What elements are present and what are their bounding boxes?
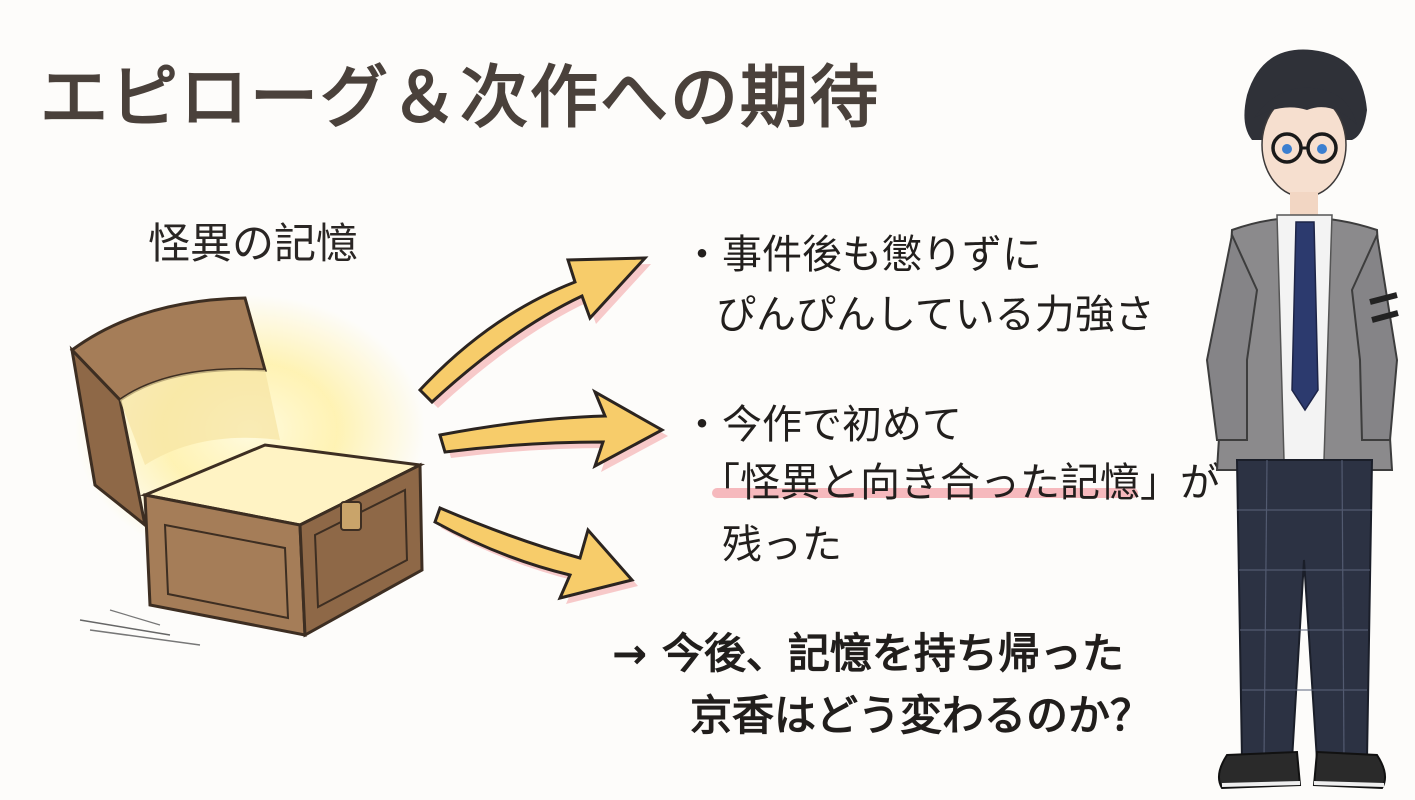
arrow-group — [417, 256, 668, 604]
arrow-icon-1 — [417, 256, 651, 408]
conclusion-arrow: → — [612, 629, 648, 678]
bullet-2-line-3: 残った — [722, 522, 842, 568]
conclusion-text-1: 今後、記憶を持ち帰った — [661, 629, 1124, 678]
bullet-1-line-2: ぴんぴんしている力強さ — [716, 292, 1155, 338]
page-title: エピローグ＆次作への期待 — [40, 59, 881, 138]
bullet-1: ・事件後も懲りずに — [682, 222, 1042, 280]
bullet-2-line-2: 「怪異と向き合った記憶」が — [700, 460, 1220, 506]
conclusion-line-2: 京香はどう変わるのか？ — [690, 691, 1153, 740]
arrow-icon-3 — [433, 505, 638, 604]
arrow-icon-2 — [438, 388, 668, 472]
bullet-2: ・今作で初めて — [682, 392, 962, 450]
bullet-2-line-1: 今作で初めて — [722, 402, 962, 448]
conclusion-line-1: → 今後、記憶を持ち帰った — [612, 620, 1124, 681]
bullet-1-line-1: 事件後も懲りずに — [722, 232, 1042, 278]
bullet-dot: ・ — [682, 232, 722, 278]
character-illustration — [1205, 49, 1399, 790]
bullet-dot: ・ — [682, 402, 722, 448]
treasure-chest-icon — [69, 295, 426, 646]
highlight-underline — [712, 488, 1138, 498]
chest-label: 怪異の記憶 — [148, 219, 359, 268]
